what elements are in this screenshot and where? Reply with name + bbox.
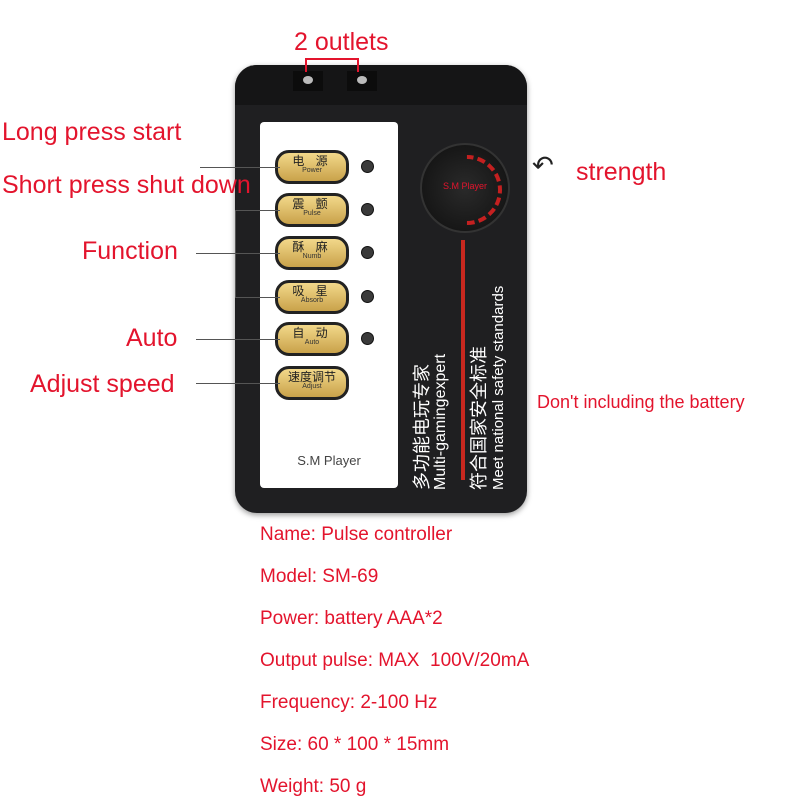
battery-note: Don't including the battery (537, 392, 745, 412)
spec-output: Output pulse: MAX 100V/20mA (260, 650, 530, 671)
auto-leader (196, 339, 280, 340)
function-bracket (235, 210, 236, 297)
spec-model: Model: SM-69 (260, 566, 379, 587)
long-press-label: Long press start (2, 118, 182, 146)
outlet-jack (347, 71, 377, 91)
spec-frequency: Frequency: 2-100 Hz (260, 692, 438, 713)
power-leader (200, 167, 280, 168)
device-text-cn1: 多功能电玩专家 (412, 364, 432, 490)
numb-leader (196, 253, 280, 254)
adjust-speed-label: Adjust speed (30, 370, 175, 398)
auto-label: Auto (126, 324, 178, 352)
led-indicator (361, 332, 374, 345)
device-top-edge (235, 65, 527, 105)
led-indicator (361, 246, 374, 259)
device-text-en1: Multi-gamingexpert (432, 353, 449, 490)
outlets-bracket (305, 58, 359, 72)
knob-label: S.M Player (442, 181, 487, 191)
short-press-label: Short press shut down (2, 171, 251, 199)
outlet-jack (293, 71, 323, 91)
strength-label: strength (576, 158, 667, 186)
rotate-arrow-icon: ↶ (532, 150, 554, 180)
led-indicator (361, 290, 374, 303)
function-label: Function (82, 237, 178, 265)
led-indicator (361, 203, 374, 216)
spec-size: Size: 60 * 100 * 15mm (260, 734, 450, 755)
device-text-en2: Meet national safety standards (490, 285, 507, 490)
adjust-leader (196, 383, 280, 384)
spec-weight: Weight: 50 g (260, 776, 367, 797)
spec-name: Name: Pulse controller (260, 524, 453, 545)
absorb-leader (235, 297, 280, 298)
device-text-cn2: 符合国家安全标准 (469, 346, 489, 490)
spec-power: Power: battery AAA*2 (260, 608, 443, 629)
strength-knob[interactable]: S.M Player (417, 140, 517, 240)
pulse-leader (235, 210, 280, 211)
outlets-label: 2 outlets (294, 28, 389, 56)
led-indicator (361, 160, 374, 173)
red-stripe (461, 240, 465, 480)
brand-label: S.M Player (297, 453, 361, 468)
